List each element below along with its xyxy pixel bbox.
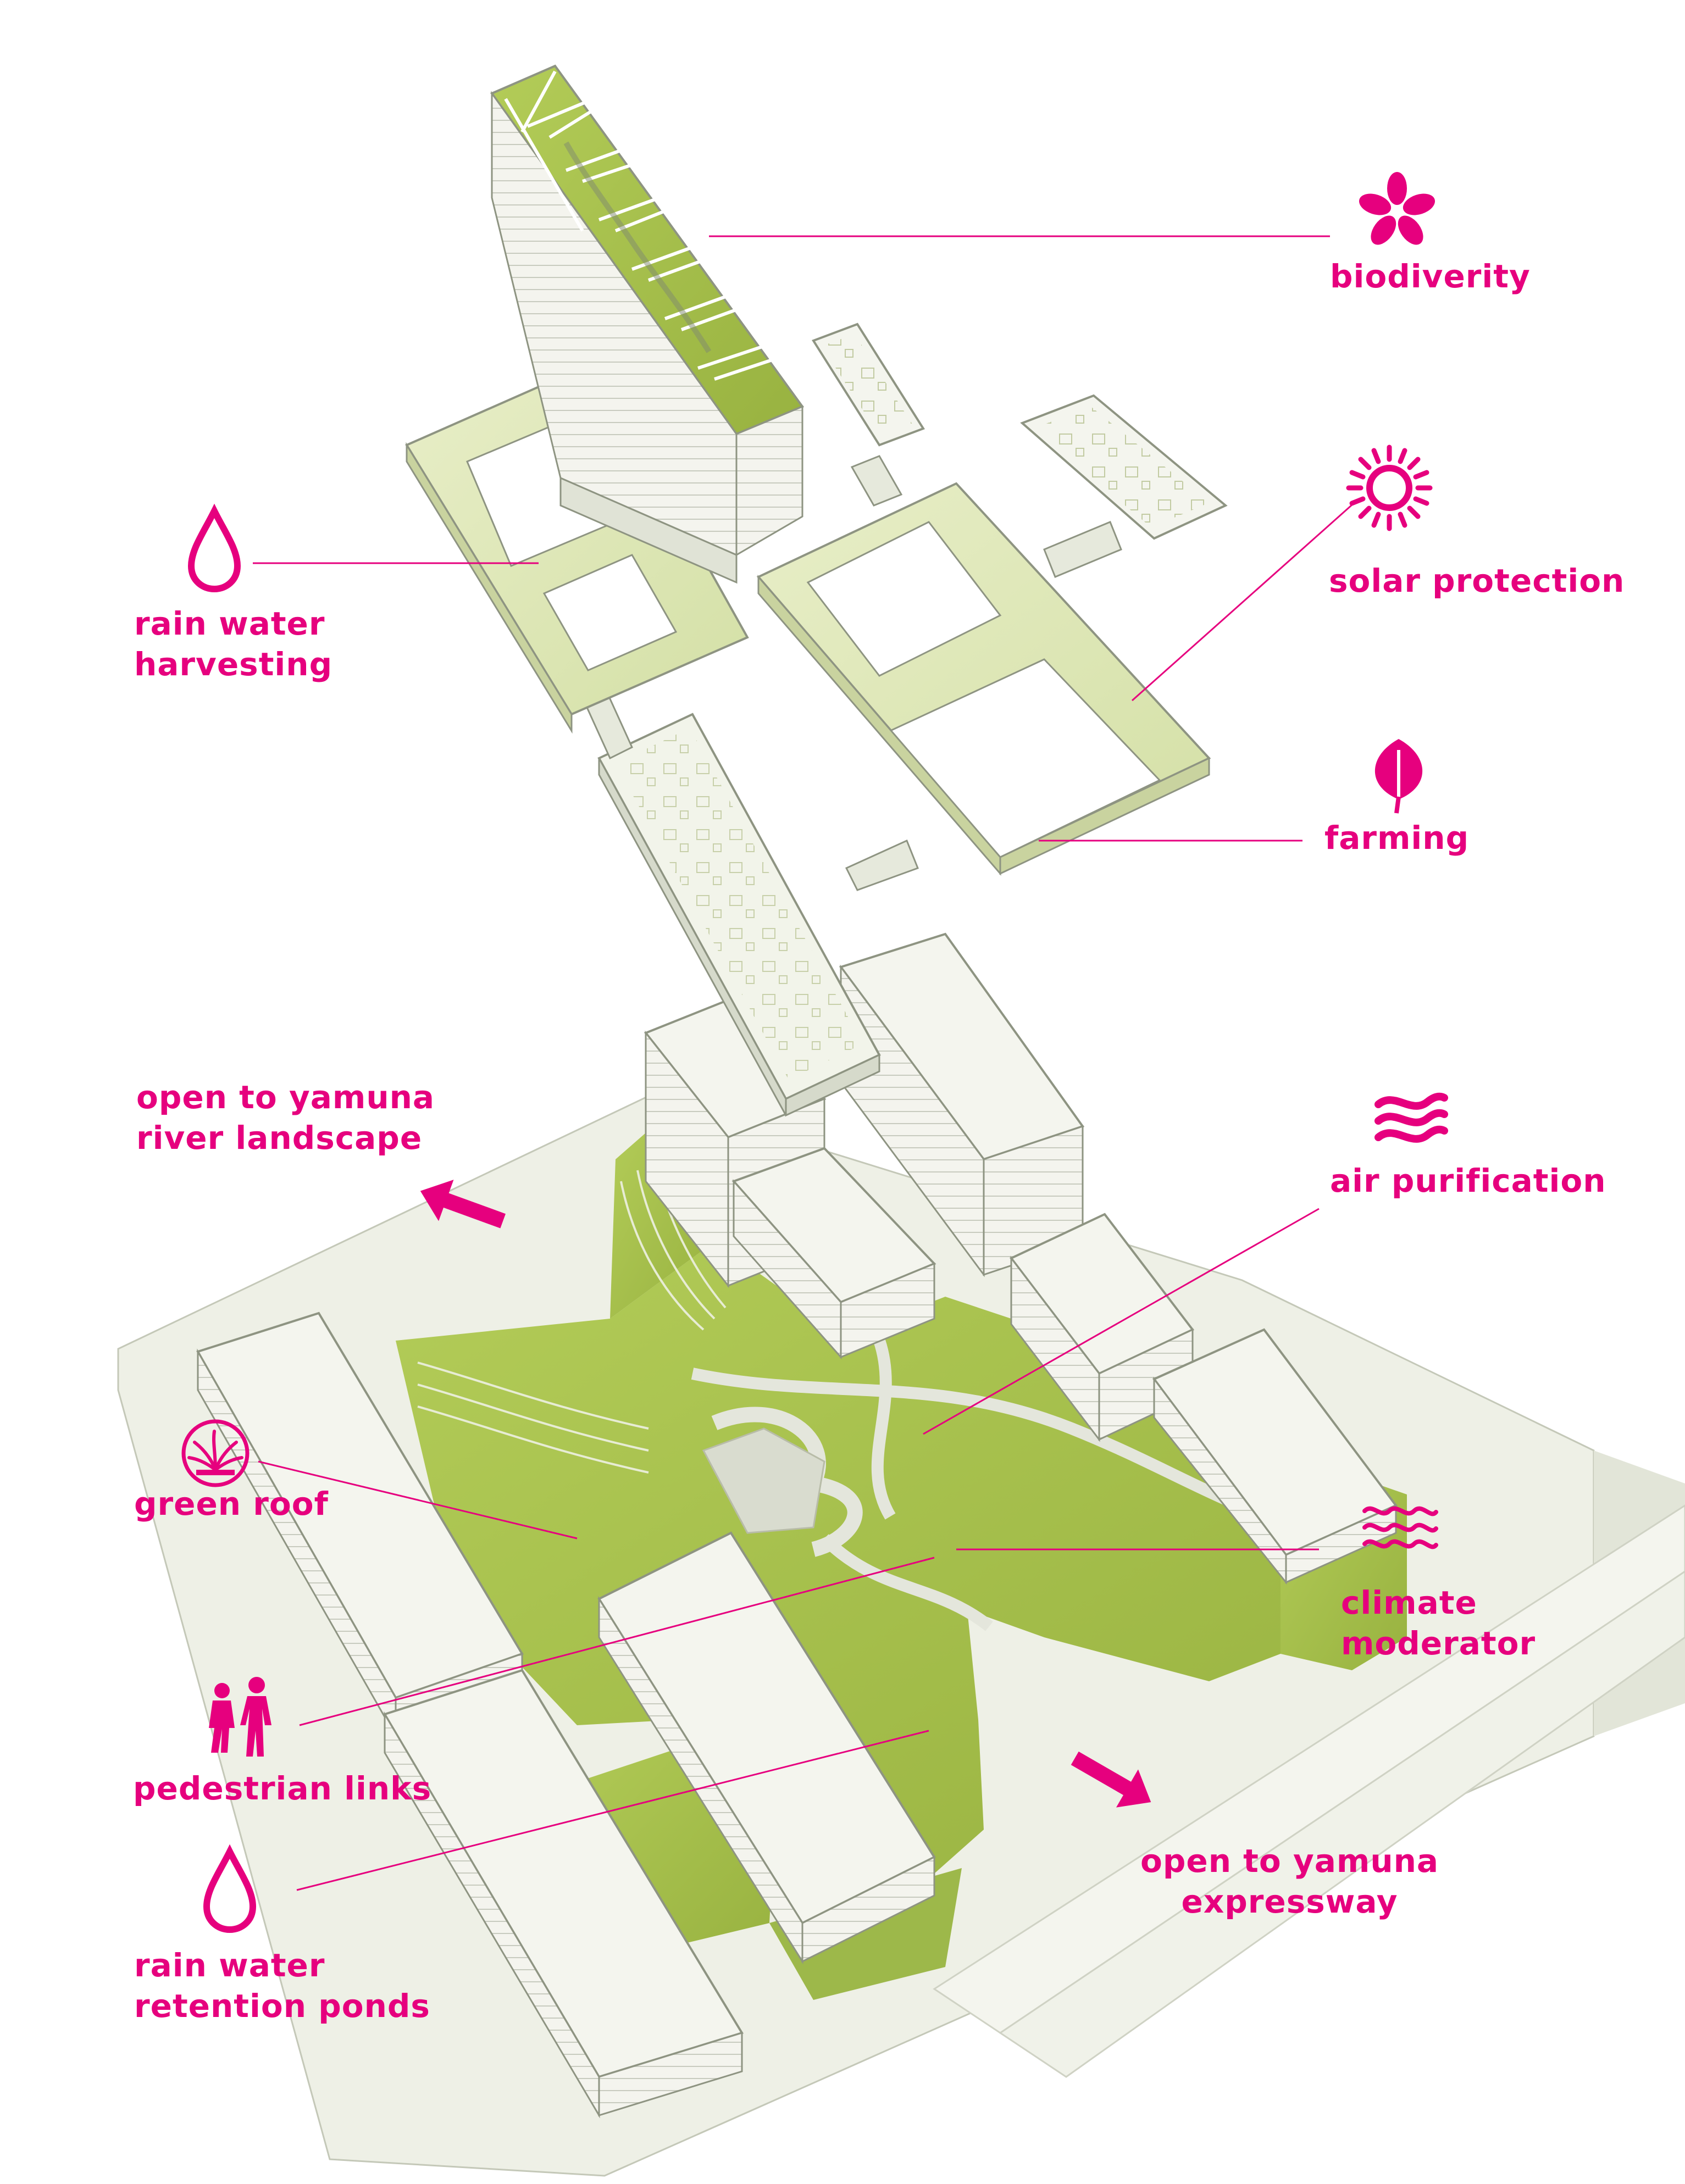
label-rain-water-retention: rain water retention ponds (134, 1945, 430, 2026)
arrow-icon (1071, 1751, 1151, 1808)
label-text: moderator (1341, 1625, 1536, 1662)
label-pedestrian-links: pedestrian links (133, 1768, 431, 1809)
label-text: green roof (134, 1485, 329, 1522)
label-biodiversity: biodiverity (1330, 256, 1531, 297)
label-text: farming (1324, 819, 1470, 857)
label-text: open to yamuna (1140, 1842, 1439, 1880)
plant-circle-icon (181, 1419, 250, 1487)
label-text: biodiverity (1330, 258, 1531, 295)
roof-slab-elongated (597, 713, 881, 1117)
building-block-lower-left (383, 1669, 744, 2119)
label-text: retention ponds (134, 1987, 430, 2025)
waves-icon (1362, 1506, 1438, 1549)
label-text: river landscape (136, 1119, 423, 1157)
label-open-to-expressway: open to yamuna expressway (1140, 1841, 1439, 1922)
building-block-center (597, 1531, 936, 1965)
label-solar-protection: solar protection (1329, 560, 1625, 601)
wind-waves-icon (1374, 1092, 1448, 1143)
label-air-purification: air purification (1330, 1160, 1606, 1201)
leaf-icon (1374, 739, 1423, 816)
label-text: expressway (1181, 1883, 1398, 1920)
label-text: rain water (134, 1947, 325, 1984)
water-drop-icon (203, 1844, 257, 1933)
label-text: open to yamuna (136, 1079, 435, 1116)
label-open-to-river: open to yamuna river landscape (136, 1077, 435, 1158)
label-farming: farming (1324, 818, 1469, 858)
sun-icon (1346, 444, 1433, 531)
label-text: solar protection (1329, 562, 1625, 599)
label-text: climate (1341, 1584, 1477, 1621)
label-text: pedestrian links (133, 1770, 432, 1807)
arrow-icon (420, 1180, 506, 1229)
label-rain-water-harvesting: rain water harvesting (134, 603, 332, 685)
water-drop-icon (187, 503, 241, 593)
label-green-roof: green roof (134, 1483, 329, 1524)
label-text: harvesting (134, 646, 333, 683)
building-block-mid-lower (731, 1147, 936, 1359)
pedestrians-icon (209, 1677, 271, 1757)
tower (490, 64, 805, 584)
leader-lines (253, 235, 1358, 1891)
label-text: rain water (134, 605, 325, 642)
upper-roof-slabs (405, 323, 1228, 891)
lower-buildings (196, 932, 1398, 2119)
label-text: air purification (1330, 1162, 1606, 1199)
flower-icon (1359, 172, 1435, 245)
label-climate-moderator: climate moderator (1341, 1582, 1536, 1664)
building-block-right-mid (1009, 1213, 1195, 1442)
